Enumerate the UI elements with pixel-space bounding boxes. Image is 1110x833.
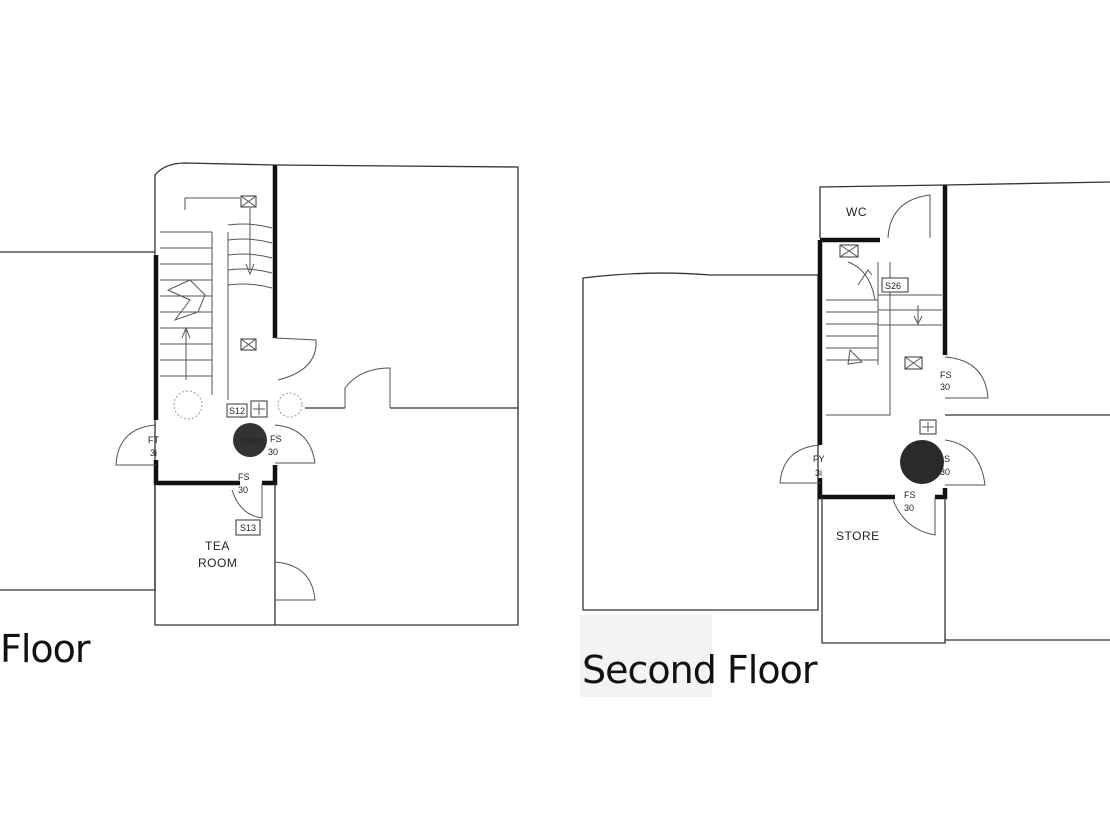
sf-thick-wall-left-lower (817, 478, 895, 500)
sf-wc-room (819, 184, 946, 238)
ff-stairs (160, 197, 273, 400)
second-floor-title: Second Floor (582, 648, 818, 692)
sf-door-right-upper (944, 356, 989, 399)
ff-door-right (274, 424, 316, 464)
ff-stair-enclosure (154, 162, 276, 252)
ff-sign-s13: S13 (240, 523, 256, 533)
ff-sign-s13-box (235, 519, 261, 536)
first-floor-plan: S12 FT 3i riders FS 30 FS 30 S13 TEA ROO… (0, 162, 519, 671)
sf-gs-value: 30 (940, 467, 950, 477)
first-floor-title: Floor (0, 627, 91, 671)
sf-hose-reel-icon (900, 440, 944, 484)
sf-room-store: STORE (836, 529, 880, 543)
sf-stairs (826, 261, 942, 416)
ff-room-room: ROOM (198, 556, 237, 570)
ff-door-bottom (231, 483, 263, 519)
ff-ft-label: FT (148, 435, 159, 445)
sf-thick-wall-right-lower (935, 488, 948, 500)
ff-left-room (0, 251, 156, 591)
ff-hose-reel-icon (233, 423, 267, 457)
ff-thick-wall-left-lower (153, 460, 240, 486)
ff-ft-value: 3i (150, 448, 157, 458)
ff-dotted-circle-right (277, 392, 303, 418)
ff-sign-s12-box (226, 403, 248, 418)
ff-right-room (154, 164, 519, 626)
ff-fs-bottom-value: 30 (238, 485, 248, 495)
ff-detector-icon-mid (240, 338, 257, 351)
ff-tea-room-door (274, 561, 316, 601)
sf-fs-bottom-value: 30 (904, 503, 914, 513)
ff-detector-icon-top (240, 195, 257, 208)
sf-door-left (779, 444, 821, 484)
sf-lower-box (821, 497, 946, 644)
ff-fs-bottom-label: FS (238, 472, 250, 482)
ff-room-tea: TEA (205, 539, 230, 553)
sf-detector-icon-top (839, 244, 859, 258)
sf-fy-label: FY (813, 454, 825, 464)
sf-wc-door (887, 194, 931, 239)
sf-left-room (582, 272, 819, 611)
ff-fs-right-label: FS (270, 434, 282, 444)
sf-right-rooms (944, 181, 1110, 641)
ff-dotted-circle-left (173, 390, 203, 420)
ff-thick-wall-right-lower (262, 465, 278, 486)
sf-door-right-lower (944, 439, 986, 486)
ff-fs-right-value: 30 (268, 447, 278, 457)
sf-room-wc: WC (846, 205, 867, 219)
sf-door-bottom (892, 497, 936, 536)
ff-door-arc-landing (274, 337, 317, 381)
sf-gs-label: S (944, 454, 950, 464)
ff-sign-s12: S12 (229, 406, 245, 416)
sf-fs-upper-label: FS (940, 370, 952, 380)
sf-fs-upper-value: 30 (940, 382, 950, 392)
sf-sign-s26-box (881, 277, 909, 293)
sf-detector-icon-mid (904, 356, 923, 370)
second-floor-plan: WC S26 (580, 181, 1110, 697)
ff-door-arc-divider (344, 367, 391, 408)
ff-riders-label: riders (241, 435, 264, 445)
sf-fy-value: 3i (815, 468, 822, 478)
sf-sign-s26: S26 (885, 281, 901, 291)
sf-title-backdrop (580, 615, 712, 697)
ff-door-left (115, 424, 157, 466)
sf-fs-bottom-label: FS (904, 490, 916, 500)
